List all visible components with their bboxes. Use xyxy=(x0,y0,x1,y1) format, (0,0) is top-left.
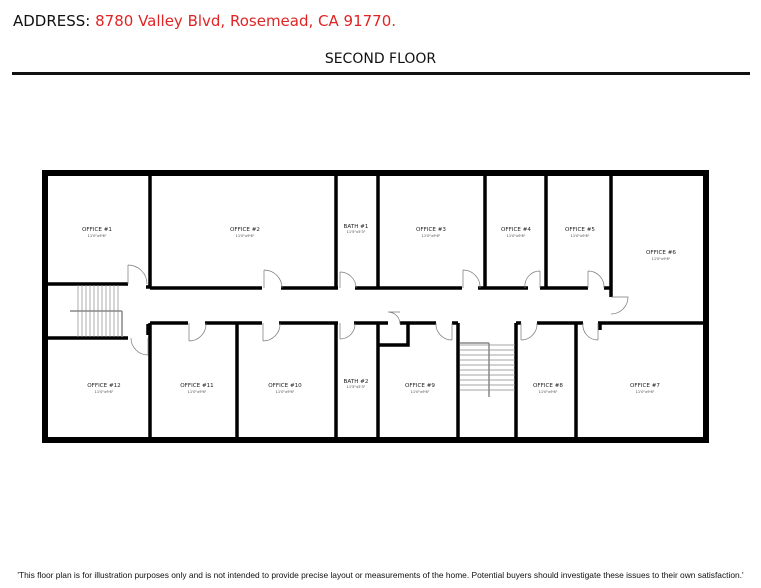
svg-text:OFFICE #4: OFFICE #4 xyxy=(501,227,531,233)
svg-text:11'0"x9'6": 11'0"x9'6" xyxy=(636,390,655,394)
address-label: ADDRESS: xyxy=(13,12,91,30)
svg-text:OFFICE #3: OFFICE #3 xyxy=(416,227,446,233)
room-bath-1: BATH #111'5"x5'3" xyxy=(344,224,369,234)
svg-text:OFFICE #9: OFFICE #9 xyxy=(405,383,435,389)
walls xyxy=(42,170,709,443)
svg-text:OFFICE #6: OFFICE #6 xyxy=(646,250,676,256)
svg-text:11'0"x9'6": 11'0"x9'6" xyxy=(276,390,295,394)
room-office-6: OFFICE #611'0"x9'6" xyxy=(646,250,676,261)
room-office-2: OFFICE #211'0"x9'6" xyxy=(230,227,260,238)
svg-text:11'5"x5'3": 11'5"x5'3" xyxy=(347,385,366,389)
room-office-8: OFFICE #811'0"x9'6" xyxy=(533,383,563,394)
svg-text:OFFICE #12: OFFICE #12 xyxy=(87,383,121,389)
address-value: 8780 Valley Blvd, Rosemead, CA 91770. xyxy=(95,12,397,30)
svg-text:11'0"x9'6": 11'0"x9'6" xyxy=(88,234,107,238)
room-office-9: OFFICE #911'0"x9'6" xyxy=(405,383,435,394)
svg-text:11'0"x9'6": 11'0"x9'6" xyxy=(652,257,671,261)
room-bath-2: BATH #211'5"x5'3" xyxy=(344,379,369,389)
svg-text:OFFICE #7: OFFICE #7 xyxy=(630,383,660,389)
svg-text:11'0"x9'6": 11'0"x9'6" xyxy=(539,390,558,394)
svg-text:11'0"x9'6": 11'0"x9'6" xyxy=(236,234,255,238)
svg-text:BATH #2: BATH #2 xyxy=(344,379,369,385)
room-office-4: OFFICE #411'0"x9'6" xyxy=(501,227,531,238)
svg-text:BATH #1: BATH #1 xyxy=(344,224,369,230)
svg-text:OFFICE #8: OFFICE #8 xyxy=(533,383,563,389)
svg-text:OFFICE #2: OFFICE #2 xyxy=(230,227,260,233)
stairs-center xyxy=(460,342,515,397)
room-office-7: OFFICE #711'0"x9'6" xyxy=(630,383,660,394)
svg-text:11'0"x9'6": 11'0"x9'6" xyxy=(411,390,430,394)
svg-text:11'0"x9'6": 11'0"x9'6" xyxy=(507,234,526,238)
svg-text:11'0"x9'6": 11'0"x9'6" xyxy=(188,390,207,394)
address: ADDRESS: 8780 Valley Blvd, Rosemead, CA … xyxy=(13,12,396,30)
room-office-3: OFFICE #311'0"x9'6" xyxy=(416,227,446,238)
svg-text:11'0"x9'6": 11'0"x9'6" xyxy=(95,390,114,394)
svg-text:OFFICE #1: OFFICE #1 xyxy=(82,227,112,233)
svg-text:OFFICE #5: OFFICE #5 xyxy=(565,227,595,233)
svg-text:OFFICE #10: OFFICE #10 xyxy=(268,383,302,389)
room-labels: OFFICE #111'0"x9'6" OFFICE #211'0"x9'6" … xyxy=(82,224,676,394)
svg-text:11'5"x5'3": 11'5"x5'3" xyxy=(347,230,366,234)
floor-title: SECOND FLOOR xyxy=(324,51,437,67)
stairs-left xyxy=(70,285,123,337)
svg-text:OFFICE #11: OFFICE #11 xyxy=(180,383,214,389)
svg-text:11'0"x9'6": 11'0"x9'6" xyxy=(571,234,590,238)
disclaimer: 'This floor plan is for illustration pur… xyxy=(17,570,744,580)
svg-text:11'0"x9'6": 11'0"x9'6" xyxy=(422,234,441,238)
room-office-5: OFFICE #511'0"x9'6" xyxy=(565,227,595,238)
doors xyxy=(127,264,629,356)
header-divider xyxy=(12,72,750,75)
room-office-1: OFFICE #111'0"x9'6" xyxy=(82,227,112,238)
